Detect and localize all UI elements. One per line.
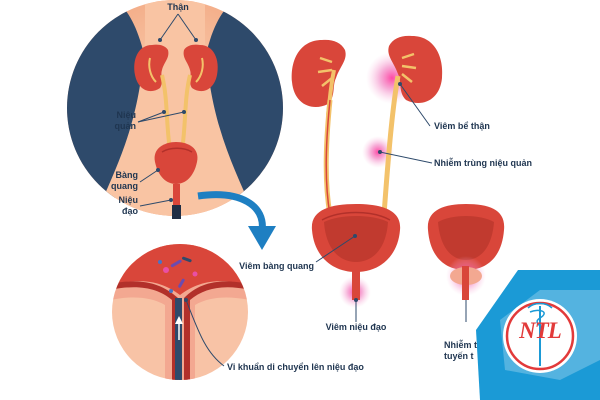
logo-text: NTL (519, 318, 562, 343)
body-overview-circle (67, 0, 283, 219)
label-urethra: Niệu đạo (96, 195, 138, 217)
label-urethra-line2: đạo (121, 206, 138, 216)
label-urethritis: Viêm niệu đạo (325, 322, 387, 332)
label-bladder: Bàng quang (96, 170, 138, 192)
label-urethra-line1: Niệu (118, 195, 138, 205)
urethra-detail-icon (352, 270, 360, 300)
kidney-left-icon (134, 44, 169, 92)
label-ureter-infection: Nhiễm trùng niệu quản (434, 158, 532, 168)
label-bladder-line2: quang (111, 181, 138, 191)
label-kidney: Thận (167, 2, 189, 12)
label-prostate-line1: Nhiễm t (444, 340, 478, 350)
label-ureter-line1: Niệu (116, 110, 136, 120)
urethra-zoom-circle (112, 244, 248, 380)
prostate-diagram (427, 204, 505, 322)
ntl-logo (476, 270, 600, 400)
label-prostate: Nhiễm t tuyến t (444, 340, 477, 362)
label-bladder-line1: Bàng (115, 170, 139, 180)
label-ureter-line2: quản (114, 121, 137, 131)
kidney-left-detail-icon (291, 39, 346, 116)
label-pyelonephritis: Viêm bể thận (434, 121, 490, 131)
zoom-arrow-icon (197, 191, 276, 250)
bladder-icon (154, 142, 198, 184)
infection-system-diagram (291, 35, 443, 322)
label-bacteria-move: Vi khuẩn di chuyển lên niệu đạo (227, 362, 364, 372)
label-prostate-line2: tuyến t (444, 351, 474, 361)
label-ureter: Niệu quản (96, 110, 137, 132)
kidney-right-icon (183, 44, 218, 92)
label-cystitis: Viêm bàng quang (239, 261, 314, 271)
